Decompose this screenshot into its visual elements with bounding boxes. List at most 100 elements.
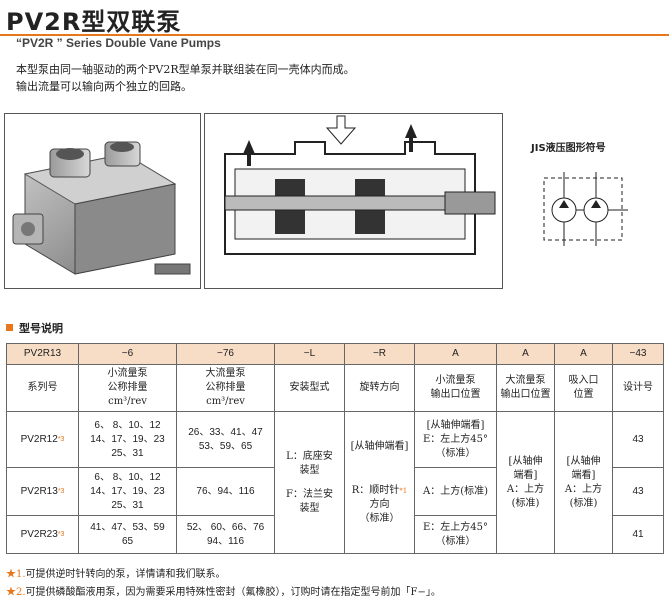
- footnote-text: 可提供磷酸酯液用泵，因为需要采用特殊性密封（氟橡胶），订购时请在指定型号前加「F…: [25, 587, 441, 598]
- label-line: 小流量泵: [435, 375, 476, 386]
- footnote-1: ★1.可提供逆时针转向的泵，详情请和我们联系。: [6, 566, 441, 584]
- option-line: E：左上方45°: [422, 433, 489, 445]
- pump-photo: [4, 113, 201, 289]
- label-line: 吸入口: [568, 375, 599, 386]
- label-inlet: 吸入口位置: [554, 364, 613, 412]
- page-subtitle: “PV2R ” Series Double Vane Pumps: [16, 36, 221, 50]
- option-line: L：底座安: [286, 450, 333, 462]
- label-line: 公称排量: [107, 382, 148, 393]
- label-rotation: 旋转方向: [344, 364, 415, 412]
- option-line: 端看]: [571, 469, 596, 481]
- value-line: 94、116: [206, 535, 245, 547]
- footnote-mark: ★2.: [6, 587, 26, 598]
- code-mount: −L: [274, 343, 345, 365]
- footnote-2: ★2.可提供磷酸酯液用泵，因为需要采用特殊性密封（氟橡胶），订购时请在指定型号前…: [6, 584, 441, 602]
- small-outlet-opt-3: E：左上方45° （标准）: [414, 515, 497, 554]
- option-line: (标准): [511, 497, 540, 509]
- label-unit: cm³/rev: [206, 396, 245, 407]
- code-small: −6: [78, 343, 177, 365]
- large-outlet-options: [从轴伸端看]A：上方(标准): [496, 411, 555, 554]
- rotation-options: [从轴伸端看] R：顺时针*1 方向 （标准）: [344, 411, 415, 554]
- row-design: 43: [612, 467, 664, 516]
- note-mark: *3: [57, 487, 65, 495]
- row-large-values: 52、 60、66、76 94、116: [176, 515, 275, 554]
- mount-options: L：底座安装型 F：法兰安装型: [274, 411, 345, 554]
- row-design: 43: [612, 411, 664, 468]
- value-line: 26、33、41、47: [188, 426, 263, 438]
- title-bar: PV2R型双联泵: [0, 0, 669, 36]
- option-line: （标准）: [435, 535, 476, 547]
- model-code: PV2R13: [20, 485, 58, 497]
- row-model: PV2R23*3: [6, 515, 79, 554]
- note-mark: *3: [57, 530, 65, 538]
- option-line: [从轴伸: [566, 455, 601, 467]
- option-line: (标准): [569, 497, 598, 509]
- note-mark: *3: [57, 435, 65, 443]
- code-inlet: A: [554, 343, 613, 365]
- small-outlet-opt-1: [从轴伸端看] E：左上方45° （标准）: [414, 411, 497, 468]
- cross-section-drawing: [224, 115, 496, 255]
- value-line: 53、59、65: [198, 440, 253, 452]
- label-design: 设计号: [612, 364, 664, 412]
- value-line: 65: [121, 535, 134, 547]
- row-large-values: 76、94、116: [176, 467, 275, 516]
- code-large-outlet: A: [496, 343, 555, 365]
- small-outlet-opt-2: A：上方(标准): [414, 467, 497, 516]
- code-design: −43: [612, 343, 664, 365]
- value-line: 25、31: [111, 447, 144, 459]
- option-line: F：法兰安: [286, 488, 333, 500]
- option-line: [从轴伸端看]: [350, 440, 409, 452]
- option-line: [从轴伸: [508, 455, 543, 467]
- pump-photo-drawing: [12, 141, 191, 275]
- value-line: 6、 8、10、12: [94, 419, 161, 431]
- row-large-values: 26、33、41、47 53、59、65: [176, 411, 275, 468]
- label-mount: 安装型式: [274, 364, 345, 412]
- code-large: −76: [176, 343, 275, 365]
- option-line: A：上方: [564, 483, 603, 495]
- label-line: 小流量泵: [107, 368, 148, 379]
- model-code: PV2R12: [20, 433, 58, 445]
- label-large-outlet: 大流量泵输出口位置: [496, 364, 555, 412]
- option-line: （标准）: [435, 447, 476, 459]
- inlet-options: [从轴伸端看] A：上方 (标准): [554, 411, 613, 554]
- jis-symbol-icon: [543, 172, 628, 246]
- intro-line-1: 本型泵由同一轴驱动的两个PV2R型单泵并联组装在同一壳体内而成。: [16, 63, 355, 76]
- intro-line-2: 输出流量可以输向两个独立的回路。: [16, 80, 192, 93]
- option-line: [从轴伸端看]: [426, 419, 485, 431]
- option-line: A：上方: [506, 483, 545, 495]
- label-line: 输出口位置: [430, 389, 481, 400]
- option-line: 方向: [369, 498, 390, 510]
- value-line: 76、94、116: [196, 485, 255, 497]
- option-line: E：左上方45°: [422, 521, 489, 533]
- jis-symbol-label: JIS液压图形符号: [531, 143, 606, 154]
- value-line: 14、17、19、23: [90, 433, 165, 445]
- section-title: 型号说明: [19, 322, 63, 335]
- footnotes: ★1.可提供逆时针转向的泵，详情请和我们联系。 ★2.可提供磷酸酯液用泵，因为需…: [6, 566, 441, 602]
- value-line: 14、17、19、23: [90, 485, 165, 497]
- label-line: 输出口位置: [500, 389, 551, 400]
- code-series: PV2R13: [6, 343, 79, 365]
- section-heading: 型号说明: [6, 320, 63, 336]
- section-square-icon: [6, 324, 13, 331]
- label-small-outlet: 小流量泵输出口位置: [414, 364, 497, 412]
- model-code-table: PV2R13 −6 −76 −L −R A A A −43 系列号 小流量泵公称…: [6, 343, 664, 554]
- label-series: 系列号: [6, 364, 79, 412]
- row-design: 41: [612, 515, 664, 554]
- row-small-values: 6、 8、10、12 14、17、19、23 25、31: [78, 411, 177, 468]
- value-line: 52、 60、66、76: [186, 521, 265, 533]
- note-mark: *1: [399, 486, 408, 495]
- row-model: PV2R13*3: [6, 467, 79, 516]
- value-line: 6、 8、10、12: [94, 471, 161, 483]
- option-line: （标准）: [359, 512, 400, 524]
- cross-section-diagram: [204, 113, 503, 289]
- label-line: 公称排量: [205, 382, 246, 393]
- code-row: PV2R13 −6 −76 −L −R A A A −43: [6, 343, 664, 365]
- label-line: 位置: [573, 389, 594, 400]
- footnote-text: 可提供逆时针转向的泵，详情请和我们联系。: [25, 569, 226, 580]
- option-line: 装型: [299, 502, 320, 514]
